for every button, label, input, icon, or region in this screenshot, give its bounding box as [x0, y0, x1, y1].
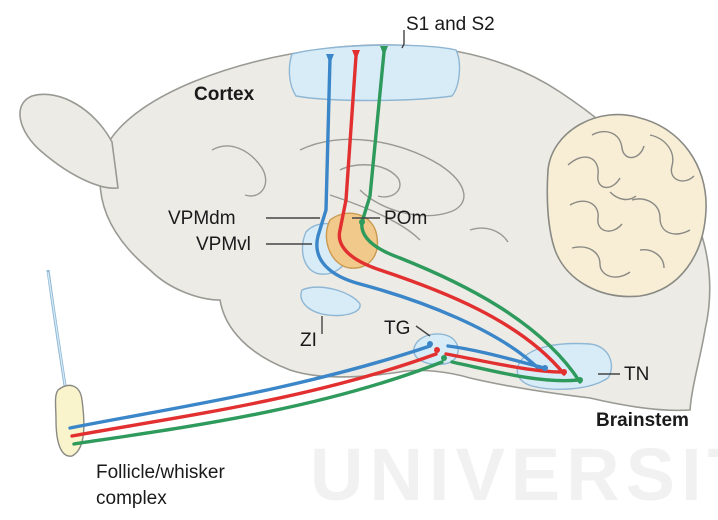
- label-tn: TN: [624, 364, 649, 385]
- green-terminal-tn: [577, 377, 583, 383]
- label-vpmdm: VPMdm: [168, 208, 236, 229]
- red-terminal-tg: [434, 347, 440, 353]
- cerebellum: [547, 115, 706, 297]
- blue-terminal-tg: [427, 341, 433, 347]
- red-terminal-tn: [561, 369, 567, 375]
- green-terminal-pom: [359, 219, 365, 225]
- label-follicle-line1: Follicle/whisker: [96, 462, 225, 483]
- green-terminal-tg: [441, 355, 447, 361]
- label-vpmvl: VPMvl: [196, 234, 251, 255]
- label-brainstem: Brainstem: [596, 410, 689, 431]
- blue-terminal-tn: [542, 365, 548, 371]
- olfactory-bulb: [20, 94, 118, 188]
- follicle-whisker-complex: [48, 270, 84, 456]
- follicle-capsule: [56, 385, 84, 456]
- label-tg: TG: [384, 318, 410, 339]
- s1-s2-region: [289, 45, 459, 100]
- watermark-text: UNIVERSITAS: [310, 433, 718, 515]
- label-follicle-line2: complex: [96, 488, 167, 509]
- label-zi: ZI: [300, 330, 317, 351]
- label-pom: POm: [384, 208, 427, 229]
- label-s1-s2: S1 and S2: [406, 14, 495, 35]
- label-cortex: Cortex: [194, 84, 255, 105]
